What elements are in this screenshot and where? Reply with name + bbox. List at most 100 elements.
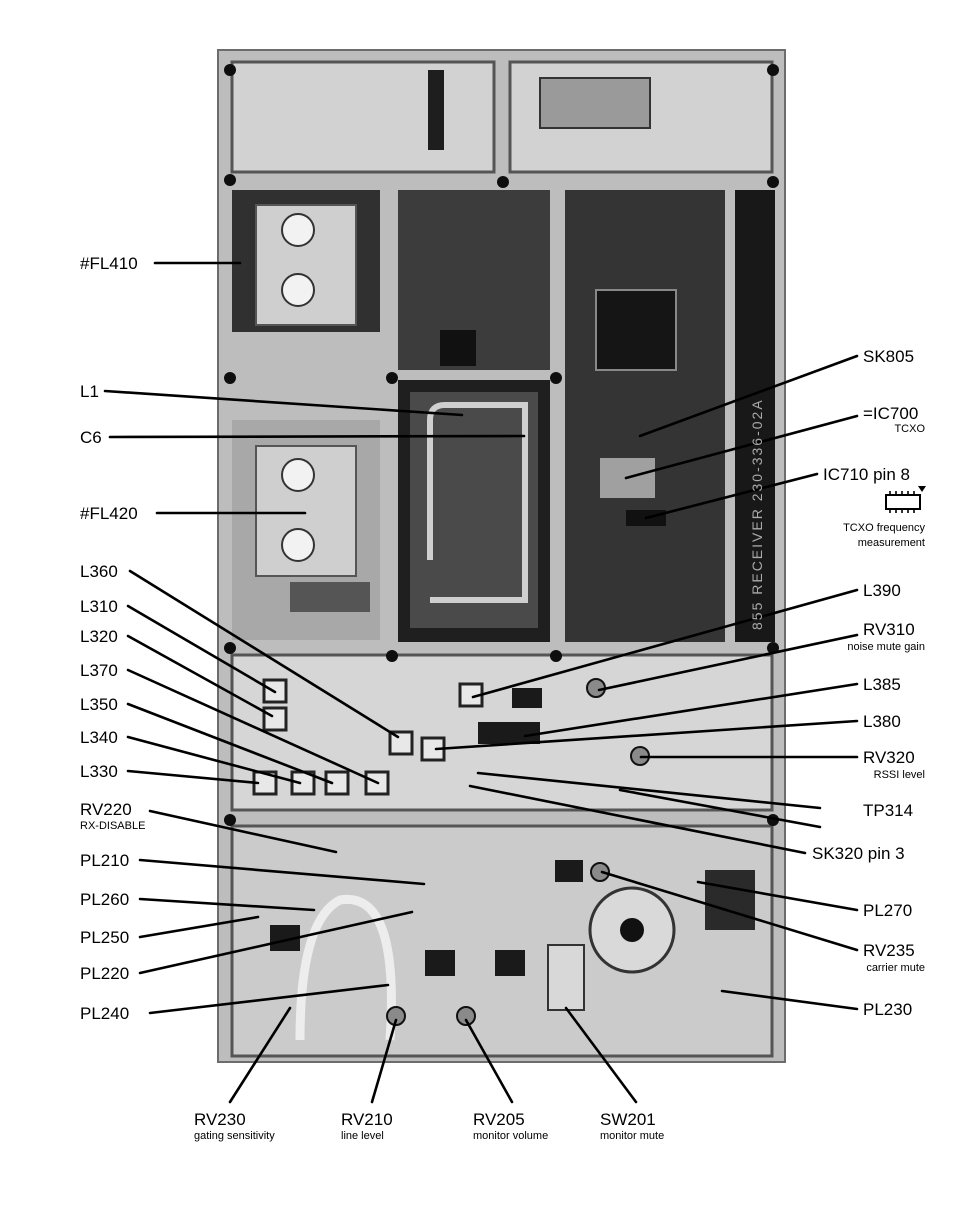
leader-l350 [126,702,334,785]
leader-lines [103,261,859,1104]
label-l340: L340 [80,728,118,747]
boss-8 [550,372,562,384]
audio-ic-2 [495,950,525,976]
label-l360: L360 [80,562,118,581]
trimmers [386,678,650,1026]
leader-tp314 [476,771,822,810]
label-rv210: RV210 [341,1110,393,1129]
sublabel-rv205: monitor volume [473,1130,548,1142]
audio-ic-1 [425,950,455,976]
sublabel-rv320: RSSI level [874,769,925,781]
label-l380: L380 [863,712,901,731]
sublabel-ic700: TCXO [894,423,925,435]
boss-10 [386,650,398,662]
leader-pl270 [696,880,859,912]
label-l350: L350 [80,695,118,714]
board-photo [217,49,786,1063]
sublabel-sw201: monitor mute [600,1130,664,1142]
speaker-jack-hole [620,918,644,942]
leader-l370 [126,668,380,785]
rf-shield-square [440,330,476,366]
leader-pl230 [720,989,859,1011]
leader-rv210 [370,1018,398,1104]
leader-pl250 [138,915,260,939]
label-fl420: #FL420 [80,504,138,523]
synth-compartment [565,190,725,642]
sublabel-rv230: gating sensitivity [194,1130,275,1142]
bottom-labels: RV230 gating sensitivity RV210 line leve… [194,1110,664,1142]
wire-loop [295,894,396,1041]
leader-ic700 [624,414,859,480]
boss-1 [224,64,236,76]
connector-block [539,77,651,129]
label-pl230: PL230 [863,1000,912,1019]
sublabel-rv310: noise mute gain [847,641,925,653]
boss-2 [767,64,779,76]
label-l330: L330 [80,762,118,781]
leader-l320 [126,634,274,718]
leader-ic710 [644,472,819,520]
regulator [705,870,755,930]
label-rv310: RV310 [863,620,915,639]
label-rv320: RV320 [863,748,915,767]
right-labels: SK805 =IC700 TCXO IC710 pin 8 TCXO frequ… [812,347,926,1019]
leader-l340 [126,735,302,785]
label-pl210: PL210 [80,851,129,870]
label-pl220: PL220 [80,964,129,983]
label-l370: L370 [80,661,118,680]
boss-5 [767,176,779,188]
audio-ic-3 [555,860,583,882]
label-fl410: #FL410 [80,254,138,273]
ic-dip [478,722,540,744]
boss-7 [386,372,398,384]
label-rv235: RV235 [863,941,915,960]
tcxo-note-line2: measurement [858,537,925,549]
leader-tp314-b [618,788,822,829]
leader-rv220 [148,809,338,854]
sublabel-rv210: line level [341,1130,384,1142]
label-rv220: RV220 [80,800,132,819]
leader-pl220 [138,910,414,975]
label-sk320: SK320 pin 3 [812,844,905,863]
switch-body [547,944,585,1011]
label-ic700: =IC700 [863,404,918,423]
leader-l310 [126,604,277,694]
tcxo-note-line1: TCXO frequency [843,522,925,534]
leader-sw201 [564,1006,638,1104]
leader-pl210 [138,858,426,886]
label-l385: L385 [863,675,901,694]
label-rv205: RV205 [473,1110,525,1129]
top-compartment [230,60,496,174]
label-pl270: PL270 [863,901,912,920]
leader-pl260 [138,897,316,912]
left-labels: #FL410 L1 C6 #FL420 L360 L310 L320 L370 … [80,254,145,1023]
label-l320: L320 [80,627,118,646]
boss-13 [224,814,236,826]
label-c6: C6 [80,428,102,447]
leader-rv205 [464,1018,514,1104]
fl410-screw-2 [281,273,315,307]
chip-probe-icon [885,486,926,513]
leader-sk320 [468,784,807,855]
sublabel-rv235: carrier mute [866,962,925,974]
label-sk805: SK805 [863,347,914,366]
boss-9 [224,642,236,654]
boss-11 [550,650,562,662]
label-pl250: PL250 [80,928,129,947]
label-l310: L310 [80,597,118,616]
leader-l360 [128,569,400,739]
boss-3 [224,174,236,186]
fl420-screw-2 [281,528,315,562]
sublabel-rv220: RX-DISABLE [80,820,145,832]
label-l1: L1 [80,382,99,401]
leader-c6 [108,434,526,439]
leader-pl240 [148,983,390,1015]
label-pl260: PL260 [80,890,129,909]
label-sw201: SW201 [600,1110,656,1129]
label-pl240: PL240 [80,1004,129,1023]
fl410-screw-1 [281,213,315,247]
leader-rv230 [228,1006,292,1104]
leader-l330 [126,769,260,785]
board-marking: 855 RECEIVER 230-336-02A [749,398,765,630]
